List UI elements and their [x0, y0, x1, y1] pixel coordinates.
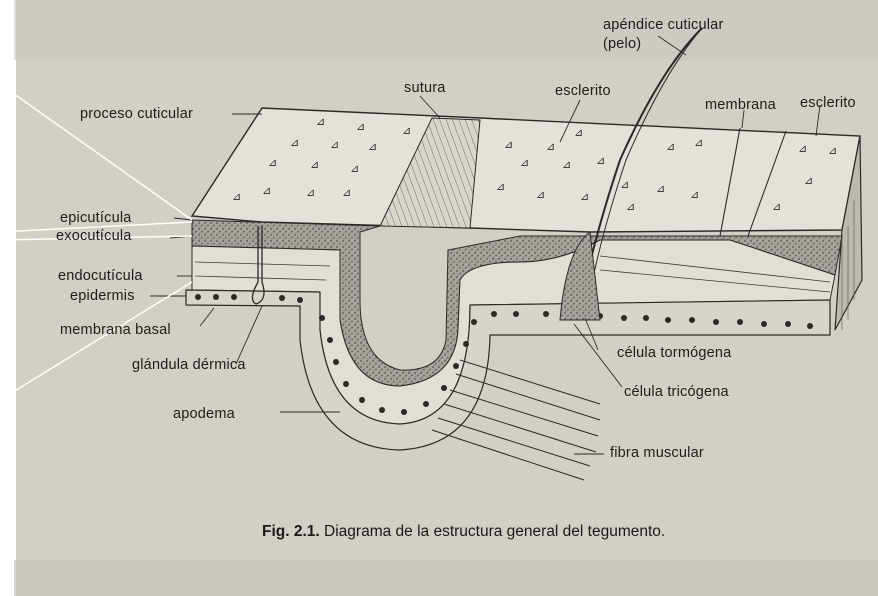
label-membrana: membrana [705, 97, 776, 113]
svg-text:⊿: ⊿ [268, 157, 277, 169]
svg-text:⊿: ⊿ [356, 121, 365, 133]
label-pelo: (pelo) [603, 36, 641, 52]
caption-text: Diagrama de la estructura general del te… [324, 523, 665, 540]
svg-text:⊿: ⊿ [656, 183, 665, 195]
svg-text:⊿: ⊿ [694, 137, 703, 149]
svg-text:⊿: ⊿ [626, 201, 635, 213]
svg-text:⊿: ⊿ [262, 185, 271, 197]
label-esclerito-2: esclerito [800, 95, 856, 111]
svg-text:⊿: ⊿ [330, 139, 339, 151]
label-esclerito-1: esclerito [555, 83, 611, 99]
svg-text:⊿: ⊿ [316, 116, 325, 128]
svg-text:⊿: ⊿ [496, 181, 505, 193]
svg-text:⊿: ⊿ [310, 159, 319, 171]
svg-text:⊿: ⊿ [666, 141, 675, 153]
svg-text:⊿: ⊿ [520, 157, 529, 169]
svg-text:⊿: ⊿ [804, 175, 813, 187]
label-celula-tormogena: célula tormógena [617, 345, 731, 361]
svg-text:⊿: ⊿ [690, 189, 699, 201]
svg-text:⊿: ⊿ [580, 191, 589, 203]
label-apendice-cuticular: apéndice cuticular [603, 17, 723, 33]
svg-text:⊿: ⊿ [828, 145, 837, 157]
svg-text:⊿: ⊿ [504, 139, 513, 151]
svg-text:⊿: ⊿ [772, 201, 781, 213]
svg-text:⊿: ⊿ [350, 163, 359, 175]
svg-text:⊿: ⊿ [546, 141, 555, 153]
caption-number: Fig. 2.1. [262, 523, 320, 540]
svg-text:⊿: ⊿ [290, 137, 299, 149]
svg-text:⊿: ⊿ [562, 159, 571, 171]
label-celula-tricogena: célula tricógena [624, 384, 729, 400]
label-epicuticula: epicutícula [60, 210, 132, 226]
label-endocuticula: endocutícula [58, 268, 143, 284]
label-fibra-muscular: fibra muscular [610, 445, 704, 461]
figure-caption: Fig. 2.1. Diagrama de la estructura gene… [262, 523, 665, 541]
svg-text:⊿: ⊿ [342, 187, 351, 199]
label-sutura: sutura [404, 80, 446, 96]
label-apodema: apodema [173, 406, 235, 422]
svg-text:⊿: ⊿ [536, 189, 545, 201]
label-membrana-basal: membrana basal [60, 322, 171, 338]
svg-text:⊿: ⊿ [574, 127, 583, 139]
svg-text:⊿: ⊿ [232, 191, 241, 203]
label-proceso-cuticular: proceso cuticular [80, 106, 193, 122]
svg-text:⊿: ⊿ [596, 155, 605, 167]
label-epidermis: epidermis [70, 288, 135, 304]
svg-text:⊿: ⊿ [306, 187, 315, 199]
svg-text:⊿: ⊿ [798, 143, 807, 155]
svg-text:⊿: ⊿ [368, 141, 377, 153]
svg-text:⊿: ⊿ [620, 179, 629, 191]
svg-text:⊿: ⊿ [402, 125, 411, 137]
label-glandula-dermica: glándula dérmica [132, 357, 246, 373]
label-exocuticula: exocutícula [56, 228, 132, 244]
